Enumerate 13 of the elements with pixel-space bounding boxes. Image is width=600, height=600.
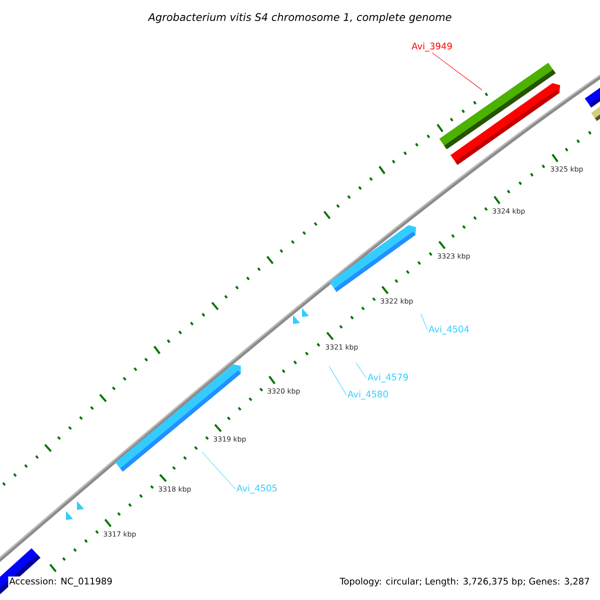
leader-line bbox=[202, 452, 236, 490]
title: Agrobacterium vitis S4 chromosome 1, complete genome bbox=[148, 12, 452, 24]
leader-line bbox=[328, 366, 347, 396]
gene-label: Avi_4579 bbox=[368, 374, 408, 382]
accession-text: Accession: NC_011989 bbox=[8, 576, 114, 588]
leader-line bbox=[420, 314, 428, 330]
leader-line bbox=[432, 52, 482, 90]
gene-label: Avi_4580 bbox=[348, 390, 388, 400]
gene-label: Avi_4504 bbox=[428, 326, 469, 334]
leader-line bbox=[356, 362, 367, 378]
gene-label: Avi_4505 bbox=[236, 484, 277, 494]
gene-label: Avi_3949 bbox=[412, 42, 452, 52]
genome-info-text: Topology: circular; Length: 3,726,375 bp; Genes: 3,287 bbox=[338, 576, 591, 588]
